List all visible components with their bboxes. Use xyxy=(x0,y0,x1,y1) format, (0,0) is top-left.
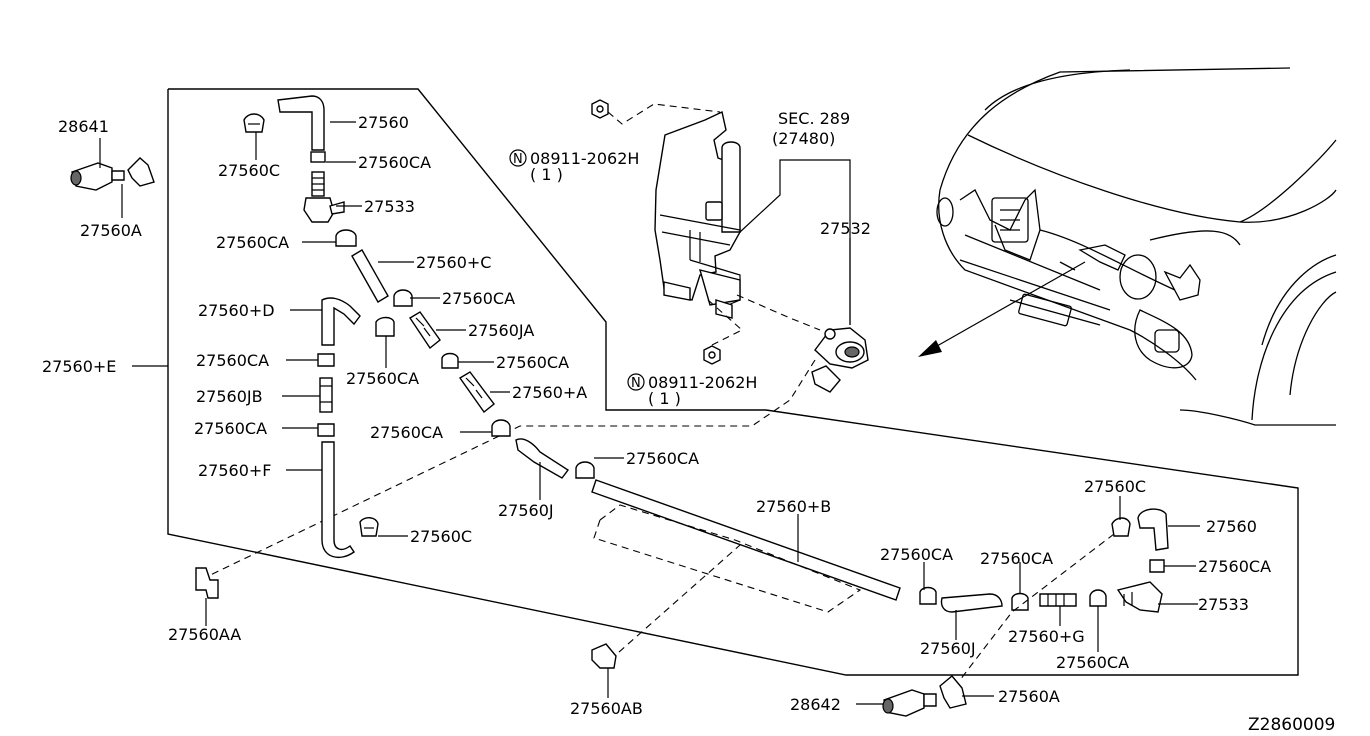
nut-symbol-top-circle xyxy=(509,149,527,167)
nut-qty-top: ( 1 ) xyxy=(530,165,563,184)
callout-28641[interactable]: 28641 xyxy=(58,117,109,136)
callout-27560ab[interactable]: 27560AB xyxy=(570,699,643,718)
vehicle-front-illustration xyxy=(918,67,1337,426)
callout-27560f-plus[interactable]: 27560+F xyxy=(198,461,272,480)
nozzle-clip-left xyxy=(127,157,155,187)
parts-right-group xyxy=(882,508,1169,717)
group-frame xyxy=(167,88,1299,676)
callout-27560b-plus[interactable]: 27560+B xyxy=(756,497,831,516)
callout-27560ca-11[interactable]: 27560CA xyxy=(980,549,1053,568)
callout-27560a-plus[interactable]: 27560+A xyxy=(512,383,587,402)
callout-27560ca-13[interactable]: 27560CA xyxy=(1198,557,1271,576)
callout-27560d-plus[interactable]: 27560+D xyxy=(198,301,275,320)
leader-lines xyxy=(99,121,1200,705)
callout-27560-right[interactable]: 27560 xyxy=(1206,517,1257,536)
section-ref[interactable]: SEC. 289 xyxy=(778,109,850,128)
callout-27560jb[interactable]: 27560JB xyxy=(196,387,263,406)
callout-27533-left[interactable]: 27533 xyxy=(364,197,415,216)
callout-27560j-left[interactable]: 27560J xyxy=(498,501,554,520)
callout-27560ca-4[interactable]: 27560CA xyxy=(196,351,269,370)
callout-27560ca-1[interactable]: 27560CA xyxy=(358,153,431,172)
callout-labels: 28641 27560A 27560 27560C 27560CA 27533 … xyxy=(42,109,1335,735)
callout-27560ca-9[interactable]: 27560CA xyxy=(626,449,699,468)
nut-bottom xyxy=(703,345,721,365)
nut-qty-bottom: ( 1 ) xyxy=(648,389,681,408)
hose-elbow-top xyxy=(277,95,325,151)
callout-27560c-mid[interactable]: 27560C xyxy=(410,527,472,546)
washer-pump xyxy=(811,327,869,393)
callout-27560ca-3[interactable]: 27560CA xyxy=(442,289,515,308)
clip-27560ab xyxy=(591,643,617,669)
washer-nozzle-left xyxy=(70,162,125,191)
hose-long-27560b xyxy=(591,479,901,601)
clip-27560c-top xyxy=(243,113,265,133)
nut-symbol-bottom-circle xyxy=(627,373,645,391)
callout-27560ca-2[interactable]: 27560CA xyxy=(216,233,289,252)
nut-top xyxy=(591,99,609,119)
callout-27560c-top[interactable]: 27560C xyxy=(218,161,280,180)
callout-27560g-plus[interactable]: 27560+G xyxy=(1008,627,1085,646)
callout-27532[interactable]: 27532 xyxy=(820,219,871,238)
clip-27560aa xyxy=(195,567,219,599)
callout-27560ca-6[interactable]: 27560CA xyxy=(346,369,419,388)
callout-27560c-right[interactable]: 27560C xyxy=(1084,477,1146,496)
callout-27560ca-10[interactable]: 27560CA xyxy=(880,545,953,564)
nut-symbol-bottom: N xyxy=(631,376,641,391)
callout-27560ca-8[interactable]: 27560CA xyxy=(370,423,443,442)
callout-27560ca-5[interactable]: 27560CA xyxy=(496,353,569,372)
callout-27560aa[interactable]: 27560AA xyxy=(168,625,241,644)
callout-27560ca-7[interactable]: 27560CA xyxy=(194,419,267,438)
nut-part-bottom[interactable]: 08911-2062H xyxy=(648,373,757,392)
section-part: (27480) xyxy=(772,129,835,148)
washer-tank xyxy=(654,110,741,319)
callout-27560-top[interactable]: 27560 xyxy=(358,113,409,132)
callout-27560c-plus[interactable]: 27560+C xyxy=(416,253,491,272)
callout-27560e-plus[interactable]: 27560+E xyxy=(42,357,116,376)
callout-27560ca-12[interactable]: 27560CA xyxy=(1056,653,1129,672)
callout-27560ja[interactable]: 27560JA xyxy=(468,321,534,340)
callout-28642[interactable]: 28642 xyxy=(790,695,841,714)
connectors-left xyxy=(303,151,595,559)
nut-symbol-top: N xyxy=(513,152,523,167)
callout-27560a-left[interactable]: 27560A xyxy=(80,221,142,240)
callout-27533-right[interactable]: 27533 xyxy=(1198,595,1249,614)
callout-27560j-right[interactable]: 27560J xyxy=(920,639,976,658)
diagram-code: Z2860009 xyxy=(1248,715,1335,735)
callout-27560a-right[interactable]: 27560A xyxy=(998,687,1060,706)
nut-part-top[interactable]: 08911-2062H xyxy=(530,149,639,168)
